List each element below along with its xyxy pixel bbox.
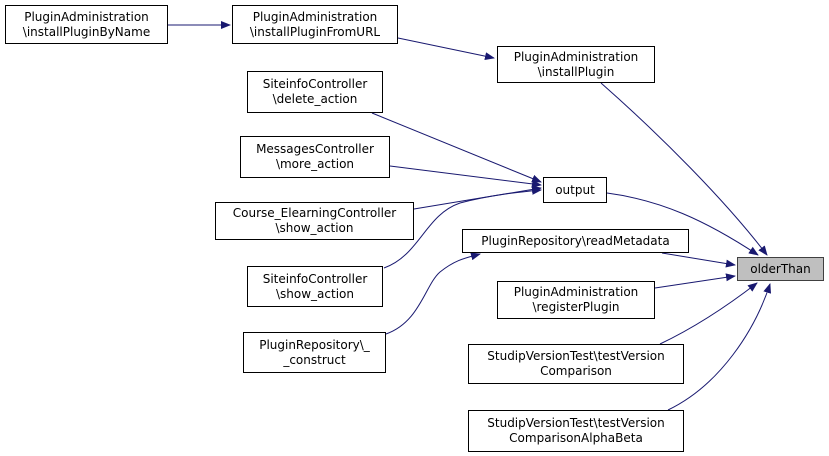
node-readMetadata[interactable]: PluginRepository\readMetadata	[462, 229, 689, 253]
node-label-line: \registerPlugin	[532, 300, 620, 314]
edge-registerPlugin-to-olderThan	[654, 273, 736, 289]
node-label-line: MessagesController	[256, 142, 374, 156]
node-label-line: PluginRepository\readMetadata	[481, 233, 670, 248]
node-label-line: SiteinfoController	[262, 271, 368, 286]
node-label-line: PluginAdministration	[513, 49, 639, 64]
edge-siteinfoDelete-to-output	[371, 112, 542, 183]
node-courseShow[interactable]: Course_ElearningController\show_action	[215, 202, 414, 240]
node-repoConstruct[interactable]: PluginRepository\__construct	[243, 332, 386, 373]
node-label-line: \more_action	[275, 157, 355, 171]
node-label-line: PluginAdministration	[252, 9, 378, 24]
node-output[interactable]: output	[543, 177, 607, 203]
node-label-line: Comparison	[540, 364, 612, 378]
node-label-line: \delete_action	[272, 92, 358, 106]
edge-output-to-olderThan	[606, 192, 759, 256]
node-installPluginFromURL[interactable]: PluginAdministration\installPluginFromUR…	[232, 5, 398, 44]
node-olderThan: olderThan	[737, 257, 824, 281]
node-label-line: _construct	[283, 352, 346, 367]
node-label-line: output	[555, 182, 595, 197]
node-label-line: PluginAdministration	[513, 285, 639, 299]
node-label-line: StudipVersionTest\testVersion	[487, 349, 665, 363]
node-siteinfoShow[interactable]: SiteinfoController\show_action	[247, 266, 383, 307]
node-label-line: PluginAdministration	[24, 9, 149, 24]
node-installPlugin[interactable]: PluginAdministration\installPlugin	[497, 46, 655, 83]
node-label-line: PluginRepository\_	[259, 337, 370, 352]
edge-testVersionAlphaBeta-to-olderThan	[667, 283, 772, 411]
node-label-line: \show_action	[275, 221, 354, 235]
edge-testVersionComparison-to-olderThan	[659, 282, 758, 345]
node-messagesMore[interactable]: MessagesController\more_action	[240, 136, 390, 178]
node-label-line: Course_ElearningController	[232, 206, 397, 220]
node-label-line: \show_action	[276, 286, 354, 301]
node-label-line: \installPlugin	[537, 64, 615, 79]
edge-repoConstruct-to-readMetadata	[385, 252, 481, 335]
edge-readMetadata-to-olderThan	[661, 252, 736, 268]
node-siteinfoDelete[interactable]: SiteinfoController\delete_action	[247, 71, 383, 113]
node-label-line: olderThan	[750, 261, 811, 276]
edge-messagesMore-to-output	[389, 165, 542, 188]
node-label-line: SiteinfoController	[262, 77, 368, 91]
node-label-line: \installPluginByName	[22, 24, 151, 39]
node-installPluginByName[interactable]: PluginAdministration\installPluginByName	[5, 5, 168, 44]
node-label-line: ComparisonAlphaBeta	[509, 431, 643, 445]
node-registerPlugin[interactable]: PluginAdministration\registerPlugin	[497, 281, 655, 319]
edge-installPlugin-to-olderThan	[600, 82, 768, 256]
edge-siteinfoShow-to-output	[383, 186, 542, 269]
node-label-line: StudipVersionTest\testVersion	[487, 416, 665, 430]
node-label-line: \installPluginFromURL	[249, 24, 381, 39]
edge-installPluginFromURL-to-installPlugin	[397, 37, 495, 61]
